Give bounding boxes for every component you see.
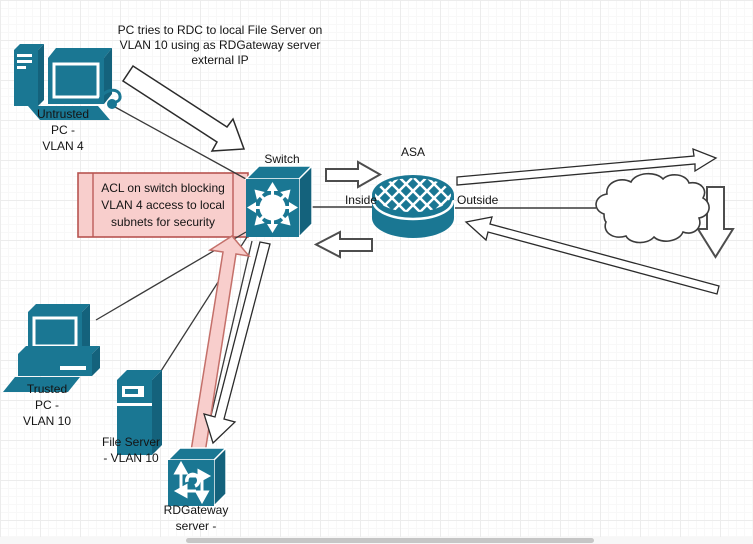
horizontal-scrollbar-track[interactable] xyxy=(0,537,753,544)
rdgateway-label: RDGateway server - xyxy=(163,503,229,533)
acl-line: ACL on switch blocking xyxy=(101,181,225,195)
trusted-pc-icon[interactable] xyxy=(3,304,100,392)
cloud-icon[interactable] xyxy=(595,172,710,244)
file-server-label: File Server - VLAN 10 xyxy=(101,435,160,465)
note-rdc-attempt[interactable]: PC tries to RDC to local File Server on … xyxy=(105,23,335,68)
acl-note-box[interactable] xyxy=(77,172,249,238)
link-untrustedpc-switch[interactable] xyxy=(114,106,247,180)
horizontal-scrollbar-thumb[interactable] xyxy=(186,538,594,543)
acl-line: VLAN 4 access to local xyxy=(101,198,225,212)
file-server-icon[interactable] xyxy=(117,370,162,455)
arrow-switch-to-asa[interactable] xyxy=(325,160,383,189)
arrow-down-right-side[interactable] xyxy=(696,186,735,259)
note-line: external IP xyxy=(191,53,249,67)
switch-label: Switch xyxy=(264,152,300,166)
arrow-asa-to-switch[interactable] xyxy=(313,230,373,259)
acl-line: subnets for security xyxy=(110,215,216,229)
arrow-pc-to-switch[interactable] xyxy=(121,64,246,152)
switch-icon[interactable] xyxy=(244,164,314,239)
acl-note-text: ACL on switch blocking VLAN 4 access to … xyxy=(80,180,246,231)
asa-firewall-icon[interactable] xyxy=(358,175,468,238)
untrusted-pc-icon[interactable] xyxy=(14,44,122,120)
asa-label: ASA xyxy=(400,145,425,159)
arrow-rdgateway-blocked[interactable] xyxy=(190,235,251,454)
rdgateway-router-icon[interactable] xyxy=(166,446,228,508)
arrow-internet-to-asa[interactable] xyxy=(464,216,720,295)
arrow-asa-to-internet[interactable] xyxy=(456,147,718,186)
outside-interface-label: Outside xyxy=(457,193,499,207)
untrusted-pc-label: Untrusted PC - VLAN 4 xyxy=(36,107,90,153)
arrow-switch-to-rdgateway[interactable] xyxy=(203,241,271,445)
note-line: VLAN 10 using as RDGateway server xyxy=(119,38,321,52)
note-line: PC tries to RDC to local File Server on xyxy=(117,23,323,37)
inside-interface-label: Inside xyxy=(344,193,377,207)
trusted-pc-label: Trusted PC - VLAN 10 xyxy=(22,382,72,428)
